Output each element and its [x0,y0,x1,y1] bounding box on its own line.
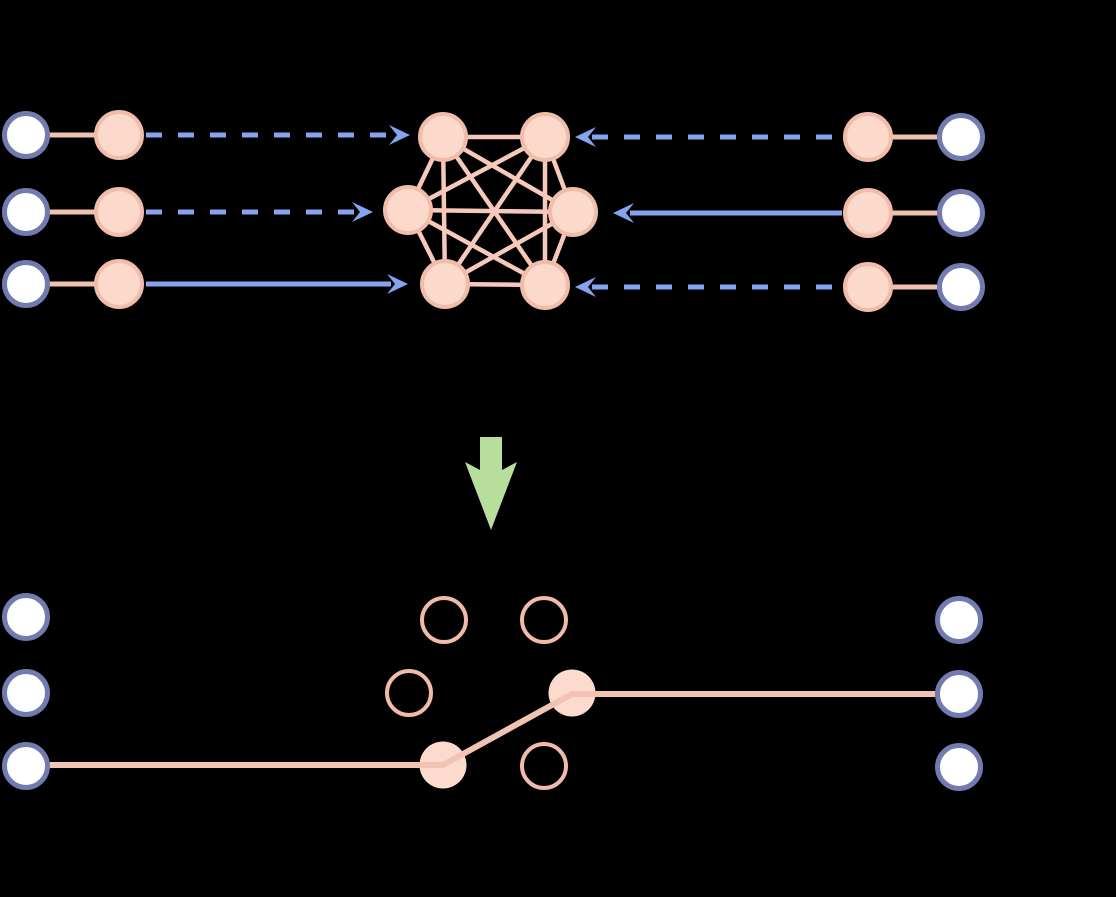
selected-path-line [26,691,959,768]
right-token-circle [935,670,983,718]
left-token-circle [2,111,50,159]
arrowhead-icon [613,203,634,223]
right-embedding-circle [843,112,893,162]
left-embedding-circle [94,110,144,160]
cluster-edge [406,208,547,287]
left-token-circle [2,593,50,641]
arrowhead-icon [575,277,596,297]
arrowhead-icon [575,127,596,147]
cluster-edge [441,135,575,214]
cluster-node-circle [520,260,570,310]
bottom-token-nodes [2,593,983,791]
arrowhead-icon [387,274,408,294]
left-token-circle [2,742,50,790]
pruned-node-circle [520,596,568,644]
left-embedding-circle [94,259,144,309]
right-token-circle [937,113,985,161]
right-token-circle [935,596,983,644]
right-embedding-circle [843,262,893,312]
right-embedding-circle [843,188,893,238]
cluster-node-circle [418,112,468,162]
right-token-circle [937,263,985,311]
cluster-node-circle [520,112,570,162]
right-token-circle [937,189,985,237]
right-token-circle [935,743,983,791]
left-token-circle [2,669,50,717]
cluster-node-circle [420,259,470,309]
pruned-node-circle [385,669,433,717]
cluster-edge [406,135,547,212]
cluster-edge [407,207,574,215]
left-embedding-circle [94,187,144,237]
attention-arrows [146,125,842,297]
pruned-node-circle [420,596,468,644]
arrowhead-icon [352,202,373,222]
transform-down-arrow-icon [465,437,517,530]
left-token-circle [2,188,50,236]
pruned-node-circle [520,742,568,790]
fully-connected-cluster-nodes [383,112,598,310]
arrowhead-icon [389,125,410,145]
transform-arrow [465,437,517,530]
cluster-node-circle [383,185,433,235]
token-nodes [2,110,985,312]
left-token-circle [2,260,50,308]
pruned-cluster [26,596,959,790]
cluster-node-circle [548,187,598,237]
